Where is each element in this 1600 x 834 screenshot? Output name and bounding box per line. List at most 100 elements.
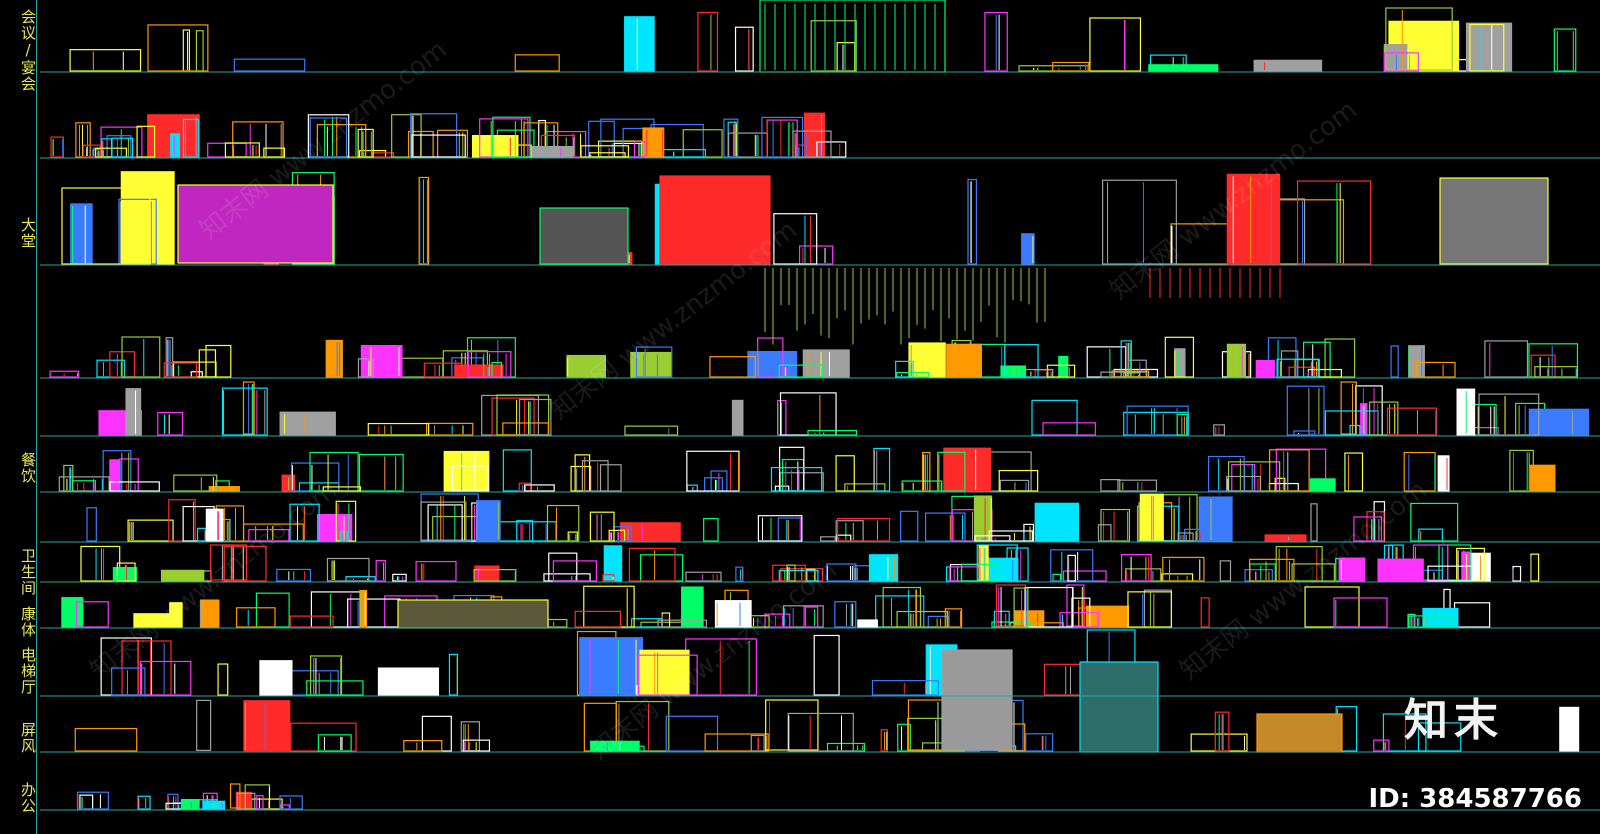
cad-block bbox=[579, 637, 643, 696]
cad-block bbox=[473, 569, 517, 582]
cad-block bbox=[1085, 605, 1129, 628]
cad-block bbox=[289, 615, 334, 628]
category-label-office: 办公 bbox=[19, 782, 37, 814]
cad-block bbox=[1253, 59, 1323, 72]
cad-block bbox=[1025, 733, 1054, 752]
cad-block bbox=[944, 608, 963, 628]
cad-block bbox=[1427, 565, 1473, 582]
cad-block bbox=[95, 147, 128, 158]
cad-block bbox=[834, 601, 857, 628]
cad-block bbox=[397, 599, 549, 629]
cad-block bbox=[747, 350, 798, 378]
cad-block bbox=[1422, 607, 1459, 628]
cad-block bbox=[168, 499, 196, 542]
category-label-dining: 餐饮 bbox=[19, 452, 37, 484]
cad-block bbox=[635, 346, 673, 378]
cad-block bbox=[163, 362, 198, 378]
cad-block bbox=[63, 464, 74, 492]
cad-block bbox=[289, 503, 320, 542]
cad-block bbox=[177, 184, 334, 264]
cad-block bbox=[620, 522, 681, 542]
cad-block bbox=[599, 464, 622, 492]
cad-block bbox=[392, 573, 407, 582]
cad-block bbox=[603, 545, 623, 582]
cad-block bbox=[590, 740, 640, 752]
cad-block bbox=[76, 791, 109, 810]
cad-block bbox=[358, 453, 404, 492]
cad-block bbox=[978, 545, 989, 582]
cad-block bbox=[589, 152, 626, 158]
cad-block bbox=[802, 349, 850, 378]
cad-block bbox=[1200, 597, 1210, 628]
cad-block bbox=[589, 511, 615, 542]
cad-block bbox=[873, 447, 891, 492]
cad-block bbox=[1024, 586, 1074, 628]
cad-block bbox=[1097, 524, 1112, 542]
cad-block bbox=[642, 127, 665, 158]
cad-block bbox=[242, 381, 255, 435]
cad-block bbox=[1004, 344, 1039, 378]
cad-block bbox=[109, 459, 121, 492]
cad-block bbox=[233, 58, 306, 72]
cad-block bbox=[837, 517, 891, 542]
cad-block bbox=[1013, 610, 1045, 628]
cad-block bbox=[734, 26, 754, 72]
cad-block bbox=[1469, 23, 1505, 72]
cad-block bbox=[900, 510, 919, 542]
cad-block bbox=[1338, 557, 1366, 582]
cad-block bbox=[1255, 359, 1275, 378]
cad-block bbox=[276, 568, 312, 582]
cad-block bbox=[1484, 340, 1529, 378]
cad-block bbox=[1553, 28, 1577, 72]
category-label-meeting: 会议/宴会 bbox=[19, 8, 37, 92]
cad-block bbox=[1559, 706, 1580, 752]
cad-block bbox=[991, 621, 1032, 628]
brand-logo: 知末 bbox=[1404, 695, 1504, 746]
category-label-fitness: 康体 bbox=[19, 606, 37, 638]
cad-block bbox=[58, 476, 110, 492]
cad-block bbox=[235, 791, 252, 810]
cad-block bbox=[581, 460, 609, 492]
cad-block bbox=[908, 342, 946, 378]
category-column-divider bbox=[36, 0, 37, 834]
cad-block bbox=[574, 610, 622, 628]
cad-block bbox=[871, 680, 939, 696]
cad-block bbox=[518, 398, 552, 436]
cad-block bbox=[1164, 336, 1195, 378]
cad-block bbox=[1383, 52, 1419, 72]
cad-block bbox=[1386, 407, 1438, 436]
cad-block bbox=[1052, 61, 1090, 72]
cad-block bbox=[306, 680, 364, 696]
cad-block bbox=[1408, 615, 1453, 628]
cad-block bbox=[229, 783, 241, 809]
cad-block bbox=[807, 429, 858, 436]
category-label-elevator: 电梯厅 bbox=[19, 647, 37, 695]
cad-block bbox=[630, 351, 672, 378]
cad-block bbox=[49, 370, 80, 378]
cad-block bbox=[1437, 455, 1450, 492]
cad-block bbox=[750, 734, 765, 752]
cad-block bbox=[637, 654, 698, 696]
cad-block bbox=[624, 425, 679, 436]
cad-block bbox=[896, 610, 949, 628]
cad-block bbox=[1058, 355, 1069, 378]
category-label-lobby: 大堂 bbox=[19, 217, 37, 249]
cad-block bbox=[1089, 17, 1142, 72]
cad-block bbox=[309, 117, 348, 158]
cad-block bbox=[70, 203, 93, 265]
cad-block bbox=[531, 145, 574, 158]
cad-block bbox=[139, 660, 192, 696]
cad-block bbox=[157, 411, 184, 436]
cad-block bbox=[1280, 350, 1299, 378]
cad-block bbox=[1067, 554, 1076, 582]
cad-block bbox=[74, 727, 138, 752]
cad-block bbox=[377, 667, 440, 696]
cad-block bbox=[681, 586, 704, 628]
cad-block bbox=[546, 504, 580, 542]
cad-block bbox=[946, 343, 982, 378]
cad-block bbox=[1373, 739, 1390, 752]
cad-block bbox=[403, 740, 443, 752]
cad-block bbox=[1162, 556, 1205, 582]
cad-block bbox=[125, 388, 142, 436]
cad-block bbox=[1066, 584, 1085, 627]
